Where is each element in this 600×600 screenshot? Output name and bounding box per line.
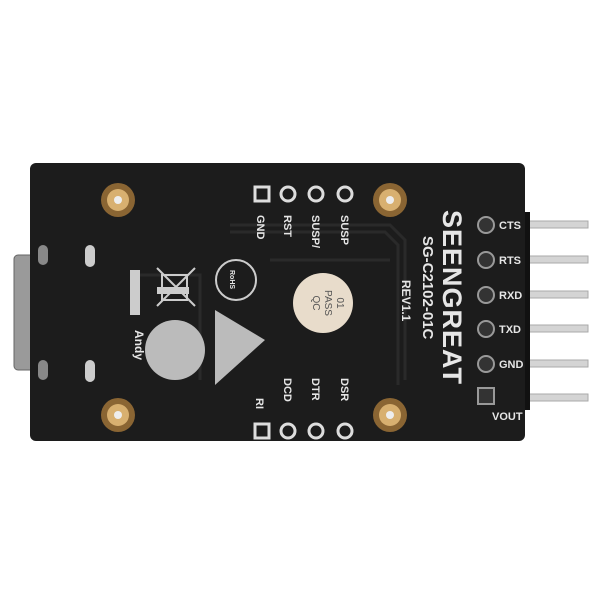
label-dsr: DSR	[338, 378, 350, 401]
brass-standoff	[101, 398, 135, 432]
pass-text: PASS	[322, 290, 333, 316]
label-cts: CTS	[499, 220, 521, 232]
label-gnd-right: GND	[499, 359, 524, 371]
qc-pass-sticker: QC PASS 01	[293, 273, 353, 333]
usb-mount-slot	[85, 245, 95, 267]
label-dtr: DTR	[309, 378, 321, 401]
qc-text: QC	[310, 296, 321, 311]
brass-standoff	[101, 183, 135, 217]
silk-bar	[130, 270, 140, 315]
label-rst: RST	[281, 215, 293, 237]
label-rxd: RXD	[499, 290, 522, 302]
label-dcd: DCD	[281, 378, 293, 402]
brand-logo: SEENGREAT	[437, 210, 467, 385]
qc-number: 01	[334, 297, 345, 309]
rohs-text: RoHS	[228, 270, 235, 289]
model-number: SG-C2102-01C	[419, 236, 436, 340]
label-txd: TXD	[499, 324, 521, 336]
label-vout: VOUT	[492, 411, 523, 423]
label-rts: RTS	[499, 255, 521, 267]
right-pin-pads	[477, 216, 495, 405]
esd-warning-icon	[215, 310, 265, 385]
label-ri: RI	[253, 398, 265, 409]
right-pin-header	[519, 212, 589, 410]
pcb	[30, 163, 525, 441]
label-susp: SUSP	[338, 215, 350, 245]
author-text: Andy	[132, 330, 146, 360]
brass-standoff	[373, 183, 407, 217]
weee-bin-icon	[156, 267, 196, 307]
revision: REV1.1	[399, 280, 413, 322]
usb-mount-slot	[38, 360, 48, 380]
brass-standoff	[373, 398, 407, 432]
author-mark: Andy	[132, 320, 205, 380]
usb-mount-slot	[38, 245, 48, 265]
usb-mount-slot	[85, 360, 95, 382]
label-susp-n: SUSP/	[309, 215, 321, 248]
rohs-icon: RoHS	[215, 259, 257, 301]
top-pin-pads	[253, 185, 354, 440]
label-gnd-top: GND	[254, 215, 266, 240]
